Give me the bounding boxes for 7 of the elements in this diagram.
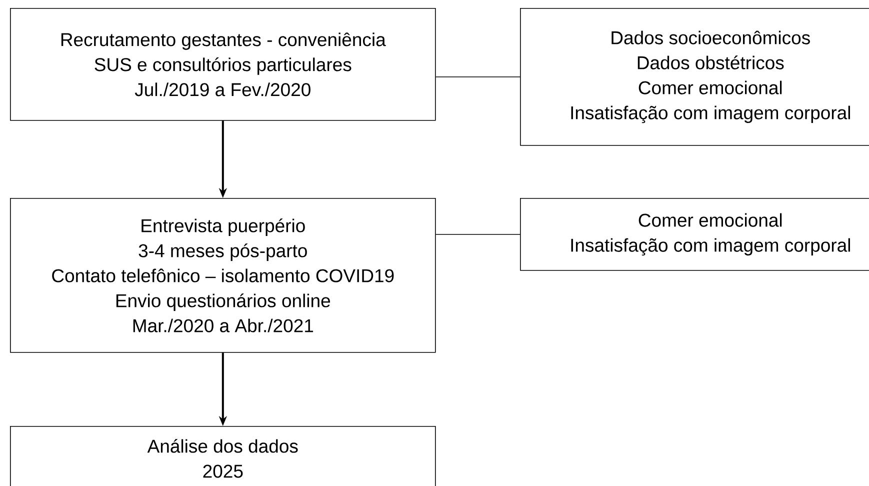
process-box: Análise dos dados 2025 — [10, 426, 436, 486]
process-box: Dados socioeconômicos Dados obstétricos Comer emocional Insatisfação com imagem corporal — [520, 8, 869, 146]
process-box: Comer emocional Insatisfação com imagem corporal — [520, 198, 869, 271]
connector-line — [435, 76, 520, 78]
connector-line — [435, 234, 520, 235]
process-box: Recrutamento gestantes - conveniência SUS e consultórios particulares Jul./2019 a Fev./2020 — [10, 8, 436, 121]
process-box: Entrevista puerpério 3-4 meses pós-parto Contato telefônico – isolamento COVID19 Envio questionários online Mar./2020 a Abr./2021 — [10, 198, 436, 353]
